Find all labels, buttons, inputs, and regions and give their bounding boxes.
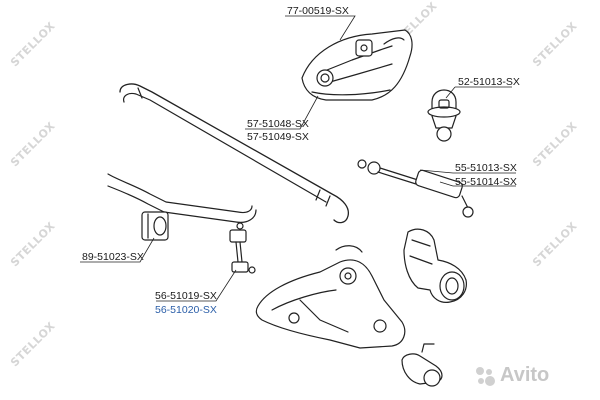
upper-control-arm xyxy=(301,29,413,101)
stabilizer-bar-long xyxy=(119,83,350,224)
avito-brand-text: Avito xyxy=(500,364,550,386)
part-label-57-51048[interactable]: 57-51048-SX xyxy=(247,118,309,130)
ball-joint-upper xyxy=(427,89,461,142)
lower-control-arm xyxy=(255,245,406,349)
part-label-57-51049[interactable]: 57-51049-SX xyxy=(247,131,309,143)
ball-joint-lower xyxy=(401,343,443,387)
stabilizer-bar-short xyxy=(107,173,257,223)
part-label-56-51020[interactable]: 56-51020-SX xyxy=(155,304,217,316)
tie-rod-end xyxy=(357,159,474,218)
part-label-52-51013[interactable]: 52-51013-SX xyxy=(458,76,520,88)
part-label-55-51013[interactable]: 55-51013-SX xyxy=(455,162,517,174)
part-label-56-51019[interactable]: 56-51019-SX xyxy=(155,290,217,302)
part-label-89-51023[interactable]: 89-51023-SX xyxy=(82,251,144,263)
part-label-55-51014[interactable]: 55-51014-SX xyxy=(455,176,517,188)
stabilizer-bushing xyxy=(141,211,169,241)
stabilizer-link xyxy=(229,222,256,274)
leader-lines xyxy=(80,15,516,302)
avito-logo-icon xyxy=(476,367,495,386)
steering-knuckle xyxy=(403,228,467,303)
part-label-77-00519[interactable]: 77-00519-SX xyxy=(287,5,349,17)
